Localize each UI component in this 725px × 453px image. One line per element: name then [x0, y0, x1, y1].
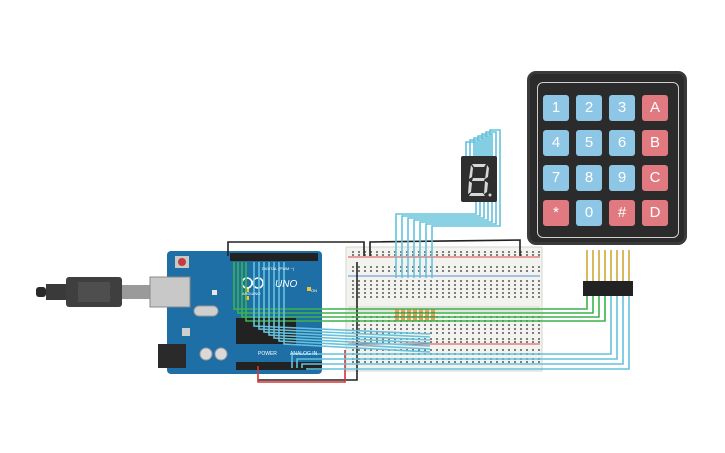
keypad-key-7[interactable]: 7 — [543, 165, 569, 191]
keypad-key-b[interactable]: B — [642, 130, 668, 156]
keypad-key-d[interactable]: D — [642, 200, 668, 226]
keypad-key-5[interactable]: 5 — [576, 130, 602, 156]
keypad-key-4[interactable]: 4 — [543, 130, 569, 156]
keypad-frame — [537, 82, 679, 238]
power-wire[interactable] — [257, 350, 346, 383]
on-led-label: ON — [311, 288, 317, 293]
segment-wires[interactable] — [253, 129, 630, 370]
keypad-key-3[interactable]: 3 — [609, 95, 635, 121]
seven-segment-digit — [468, 164, 492, 197]
keypad-key-2[interactable]: 2 — [576, 95, 602, 121]
keypad-key-hash[interactable]: # — [609, 200, 635, 226]
keypad-connector[interactable] — [583, 250, 633, 296]
digital-pins-label: DIGITAL (PWM ~) — [262, 266, 295, 271]
power-header-label: POWER — [258, 351, 277, 357]
keypad-key-1[interactable]: 1 — [543, 95, 569, 121]
ground-wires[interactable] — [227, 239, 521, 381]
board-brand-label: UNO — [275, 279, 298, 290]
keypad-key-8[interactable]: 8 — [576, 165, 602, 191]
keypad-key-c[interactable]: C — [642, 165, 668, 191]
keypad-key-6[interactable]: 6 — [609, 130, 635, 156]
keypad-key-9[interactable]: 9 — [609, 165, 635, 191]
arduino-logo-text: ARDUINO — [242, 291, 261, 296]
seven-segment-display[interactable] — [461, 156, 497, 202]
keypad-row-wires[interactable] — [233, 262, 606, 322]
keypad-key-a[interactable]: A — [642, 95, 668, 121]
keypad-key-star[interactable]: * — [543, 200, 569, 226]
analog-header-label: ANALOG IN — [290, 351, 318, 357]
resistor-array[interactable] — [395, 309, 435, 321]
keypad-key-0[interactable]: 0 — [576, 200, 602, 226]
